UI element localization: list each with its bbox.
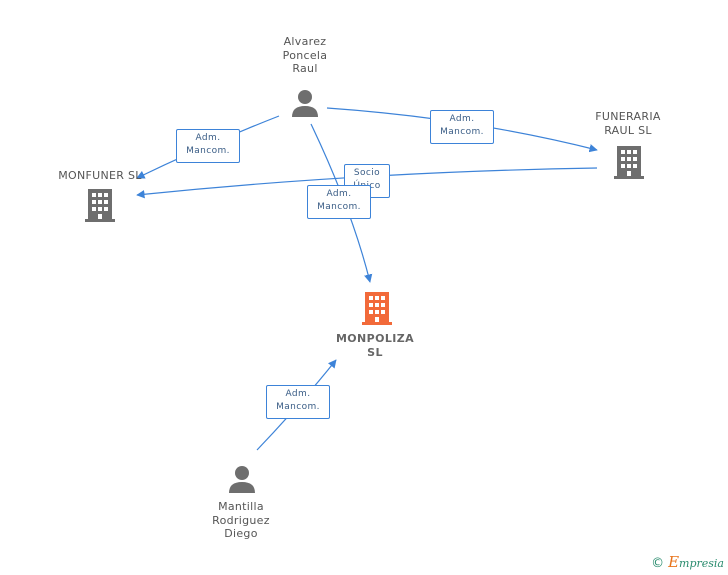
edge-label-line: Mancom. bbox=[317, 202, 361, 212]
node-label-line: MONFUNER SL bbox=[58, 169, 142, 182]
node-label-line: Rodriguez bbox=[212, 513, 270, 527]
edge-label-mantilla-monpoliza: Adm. Mancom. bbox=[266, 385, 330, 419]
main-company-building-icon[interactable] bbox=[362, 292, 392, 325]
brand-first-letter: E bbox=[668, 553, 680, 571]
building-icon[interactable] bbox=[85, 189, 115, 222]
node-label-line: Diego bbox=[224, 527, 258, 540]
edge-label-line: Adm. bbox=[195, 133, 221, 143]
node-label-line: Alvarez bbox=[283, 35, 327, 48]
node-label-line: Poncela bbox=[282, 48, 328, 62]
edge-label-alvarez-monpoliza: Adm. Mancom. bbox=[307, 185, 371, 219]
person-icon[interactable] bbox=[229, 466, 255, 493]
edge-label-line: Adm. bbox=[285, 389, 311, 399]
node-label-line: FUNERARIA bbox=[595, 110, 661, 123]
node-label-monpoliza[interactable]: MONPOLIZA SL bbox=[330, 332, 420, 359]
edge-label-alvarez-monfuner: Adm. Mancom. bbox=[176, 129, 240, 163]
copyright-symbol: © bbox=[651, 556, 665, 571]
person-icon[interactable] bbox=[292, 90, 318, 117]
node-label-line: Raul bbox=[292, 62, 318, 75]
edge-label-line: Mancom. bbox=[440, 127, 484, 137]
empresia-logo[interactable]: ©Empresia bbox=[651, 553, 724, 571]
node-label-line: Mantilla bbox=[218, 500, 264, 513]
brand-name: mpresia bbox=[679, 557, 724, 570]
edge-label-alvarez-funeraria: Adm. Mancom. bbox=[430, 110, 494, 144]
node-label-funeraria[interactable]: FUNERARIA RAUL SL bbox=[588, 110, 668, 137]
edge-label-line: Mancom. bbox=[186, 146, 230, 156]
node-label-line: MONPOLIZA bbox=[335, 332, 415, 345]
node-label-monfuner[interactable]: MONFUNER SL bbox=[50, 169, 150, 183]
edge-label-line: Adm. bbox=[326, 189, 352, 199]
edge-label-line: Socio bbox=[353, 168, 381, 178]
node-label-line: SL bbox=[367, 345, 383, 359]
node-label-line: RAUL SL bbox=[604, 123, 652, 137]
building-icon[interactable] bbox=[614, 146, 644, 179]
edge-label-line: Adm. bbox=[449, 114, 475, 124]
node-label-mantilla[interactable]: Mantilla Rodriguez Diego bbox=[205, 500, 277, 541]
edge-label-line: Mancom. bbox=[276, 402, 320, 412]
node-label-alvarez[interactable]: Alvarez Poncela Raul bbox=[273, 35, 337, 76]
